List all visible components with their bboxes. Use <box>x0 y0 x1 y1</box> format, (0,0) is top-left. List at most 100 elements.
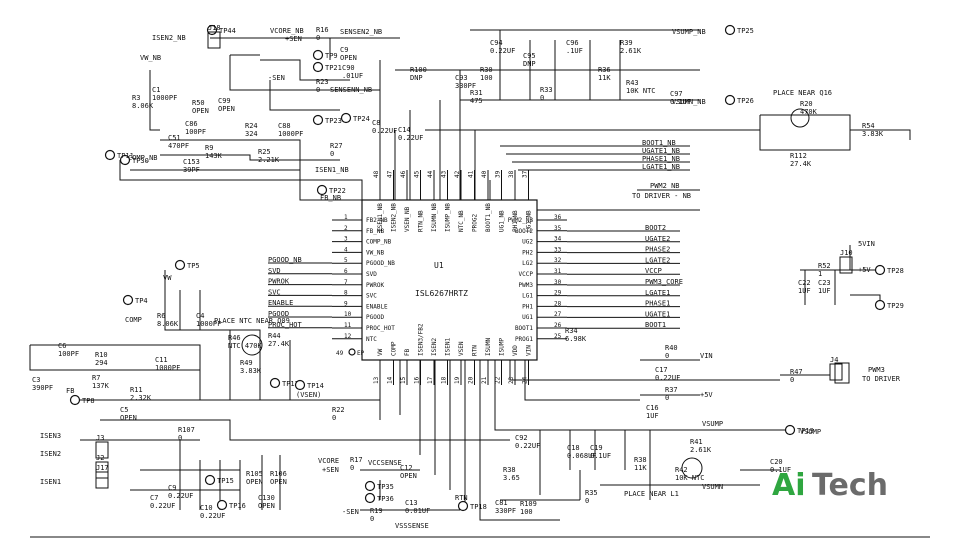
capacitor-value: 0.068UF <box>567 452 597 460</box>
resistor-ref: R16 <box>316 26 329 34</box>
p5v-label-1: +5V <box>700 391 713 399</box>
ic-pin-name: VCCP <box>519 271 534 278</box>
ic-pin-number: 30 <box>554 279 562 286</box>
test-point-marker <box>69 394 81 406</box>
ic-pin-name: ISEN2_NB <box>391 203 398 232</box>
test-point-label: TP23 <box>325 117 342 125</box>
ic-pin-name: VSEN_NB <box>404 206 411 232</box>
note-place-ntc-q09: PLACE NTC NEAR Q09 <box>214 317 290 325</box>
note-place-near-q16: PLACE NEAR Q16 <box>773 89 832 97</box>
ic-pin-name: VDD <box>512 345 519 356</box>
resistor-value: 0 <box>332 414 336 422</box>
capacitor-value: .1UF <box>566 47 583 55</box>
ic-pin-number: 4 <box>344 246 348 253</box>
capacitor-ref: C96 <box>566 39 579 47</box>
capacitor-ref: C95 <box>523 52 536 60</box>
net-label: PGOOD <box>268 310 289 318</box>
logo-tech-text: Tech <box>812 468 888 503</box>
test-point-label: TP11 <box>117 152 134 160</box>
ic-pin-name: SVD <box>366 271 377 278</box>
test-point-label: TP12 <box>282 380 299 388</box>
capacitor-ref: C9 <box>340 46 348 54</box>
net-label: PHASE1_NB <box>642 155 680 163</box>
capacitor-value: 0.22UF <box>150 502 175 510</box>
test-point-marker <box>204 474 216 486</box>
test-point-label: TP36 <box>377 495 394 503</box>
capacitor-value: 0.22UF <box>655 374 680 382</box>
isen2-nb-port: ISEN2_NB <box>152 34 186 42</box>
resistor-ref: R43 <box>626 79 639 87</box>
vsump-label: VSUMP <box>800 428 821 436</box>
ic-pin-number: 16 <box>414 376 421 384</box>
resistor-ref: R47 <box>790 368 803 376</box>
net-label: PWROK <box>268 278 290 286</box>
ic-pin-name: PGOOD <box>366 314 384 321</box>
capacitor-value: 330PF <box>455 82 476 90</box>
resistor-ref: R100 <box>410 66 427 74</box>
resistor-value: 2.21K <box>258 156 280 164</box>
ic-pin-name: VW <box>377 348 384 356</box>
capacitor-ref: C10 <box>200 504 213 512</box>
capacitor-value: 0.22UF <box>372 127 397 135</box>
resistor-value: 100 <box>520 508 533 516</box>
sen2-nb-label: SENSEN2_NB <box>340 28 382 36</box>
resistor-value: 0 <box>330 150 334 158</box>
test-point-marker <box>312 114 324 126</box>
resistor-ref: R27 <box>330 142 343 150</box>
test-point-label: TP14 <box>307 382 324 390</box>
resistor-ref: R52 <box>818 262 831 270</box>
ic-pin-name: FB2_NB <box>366 217 388 224</box>
test-point-marker <box>174 259 186 271</box>
resistor-ref: R34 <box>565 327 578 335</box>
resistor-ref: R36 <box>598 66 611 74</box>
test-point-label: TP5 <box>187 262 200 270</box>
resistor-ref: R112 <box>790 152 807 160</box>
capacitor-ref: C8 <box>372 119 380 127</box>
resistor-value: OPEN <box>246 478 263 486</box>
capacitor-value: 100PF <box>185 128 206 136</box>
ic-pin-name: COMP <box>391 341 398 356</box>
ic-pin-number: 18 <box>441 376 448 384</box>
resistor-ref: R23 <box>316 78 329 86</box>
ic-pin-name: NTC <box>366 336 377 343</box>
ic-pin-number: 21 <box>481 376 488 384</box>
resistor-ref: R105 <box>246 470 263 478</box>
test-point-label: TP18 <box>470 503 487 511</box>
ic-pin-number: 8 <box>344 290 348 297</box>
test-point-label: TP4 <box>135 297 148 305</box>
resistor-value: 27.4K <box>790 160 812 168</box>
net-label: BOOT1_NB <box>642 139 676 147</box>
net-label: BOOT2 <box>645 224 666 232</box>
test-point-marker <box>312 49 324 61</box>
capacitor-ref: C11 <box>155 356 168 364</box>
ic-pin-number: 29 <box>554 290 562 297</box>
note-place-near-l1: PLACE NEAR L1 <box>624 490 679 498</box>
ic-pin-number: 42 <box>454 170 461 178</box>
ic-pin-name: LG1 <box>522 293 533 300</box>
connector-ref: J18 <box>208 24 221 32</box>
vcore-label: VCORE <box>318 457 339 465</box>
resistor-ref: R40 <box>665 344 678 352</box>
ic-pin-name: VSEN <box>458 341 465 356</box>
resistor-value: NTC 470K <box>228 342 263 350</box>
capacitor-value: 0.1UF <box>590 452 611 460</box>
capacitor-ref: C5 <box>120 406 128 414</box>
resistor-ref: R9 <box>205 144 213 152</box>
net-label: PGOOD_NB <box>268 256 302 264</box>
ic-pin-name: ISEN1_NB <box>377 203 384 232</box>
ic-pin-number: 48 <box>373 170 380 178</box>
resistor-value: 6.98K <box>565 335 587 343</box>
ic-pin-number: 35 <box>554 225 562 232</box>
ic-pin-number: 27 <box>554 311 562 318</box>
exposed-pad-num: 49 <box>336 350 344 357</box>
sen-p-label: +SEN <box>322 466 339 474</box>
ic-pin-name: PWM3 <box>519 282 534 289</box>
ic-pin-number: 11 <box>344 322 352 329</box>
resistor-ref: R38 <box>634 456 647 464</box>
ic-pin-number: 28 <box>554 300 562 307</box>
resistor-value: DNP <box>410 74 423 82</box>
supply-network <box>640 245 881 384</box>
test-point-label: TP26 <box>737 97 754 105</box>
